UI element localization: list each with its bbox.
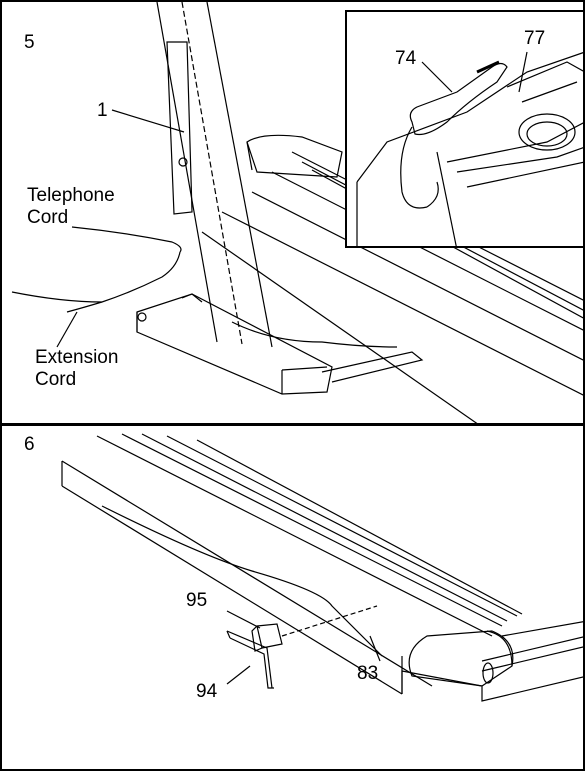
step-number: 6 [24,434,35,455]
step-5-illustration [11,2,583,423]
inset-illustration [356,51,583,246]
part-label-77: 77 [524,28,546,49]
extension-cord-label: Extension Cord [35,347,118,391]
step-number: 5 [24,32,35,53]
part-label-74: 74 [395,48,417,69]
step-5-panel: 5 1 Telephone Cord Extension Cord [0,0,585,425]
part-label-83: 83 [357,663,379,684]
telephone-cord-label-line2: Cord [27,207,69,228]
part-label-95: 95 [186,590,208,611]
step-6-panel: 6 95 94 83 [0,424,585,771]
extension-cord-label-line2: Cord [35,369,77,390]
extension-cord-label-line1: Extension [35,347,119,368]
telephone-cord-label-line1: Telephone [27,185,115,206]
telephone-cord-label: Telephone Cord [27,185,115,229]
inset-detail: 74 77 [345,10,583,248]
step-6-illustration [61,433,583,702]
part-label-94: 94 [196,681,218,702]
part-label-1: 1 [97,100,108,121]
